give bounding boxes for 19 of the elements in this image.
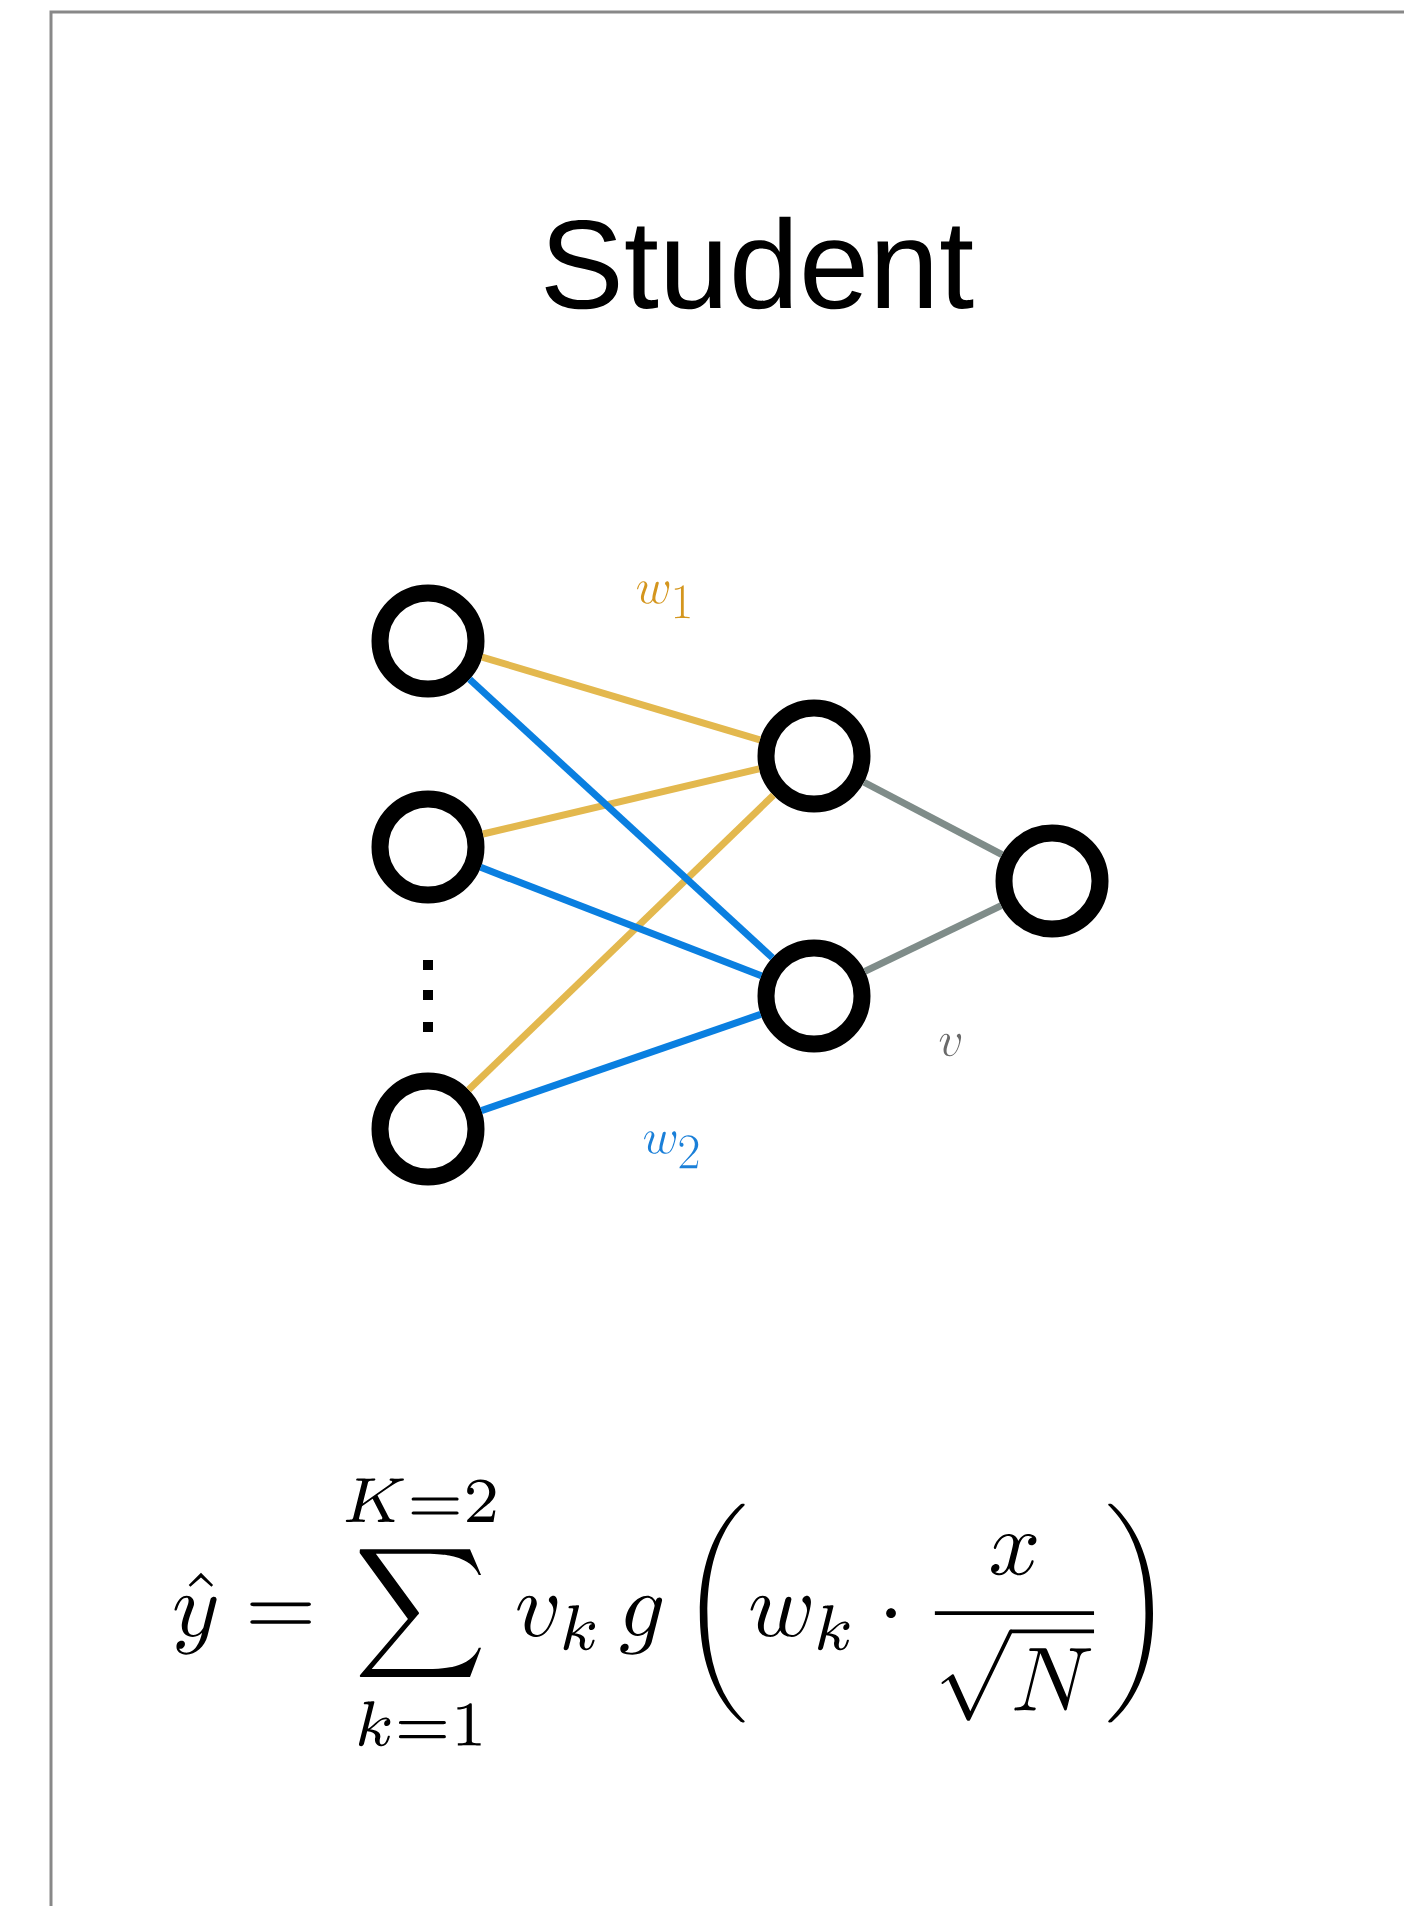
title: Student	[545, 216, 974, 310]
connection-line	[467, 676, 775, 961]
connection-line	[466, 792, 776, 1093]
weight-label: $v$	[939, 1033, 962, 1057]
connection-line	[482, 765, 760, 838]
connection-line	[862, 779, 1004, 858]
connection-line	[480, 1011, 762, 1114]
neuron-circle	[757, 939, 871, 1053]
neuron-circle	[371, 1072, 485, 1186]
neuron-circle	[371, 584, 485, 698]
formula: $\hat{y} = \sum_{k=1}^{K=2} v_k\, g\left( w_k \cdot \frac{x}{\sqrt{N}} \right)$	[174, 1478, 1153, 1747]
neuron-circle	[757, 699, 871, 813]
weight-label: $w_2$	[644, 1131, 699, 1169]
weight-label: $w_1$	[637, 581, 690, 619]
neuron-circle	[371, 790, 485, 904]
neuron-circle	[995, 824, 1109, 938]
connection-line	[863, 902, 1003, 975]
connection-line	[481, 653, 761, 744]
connection-line	[479, 864, 763, 979]
